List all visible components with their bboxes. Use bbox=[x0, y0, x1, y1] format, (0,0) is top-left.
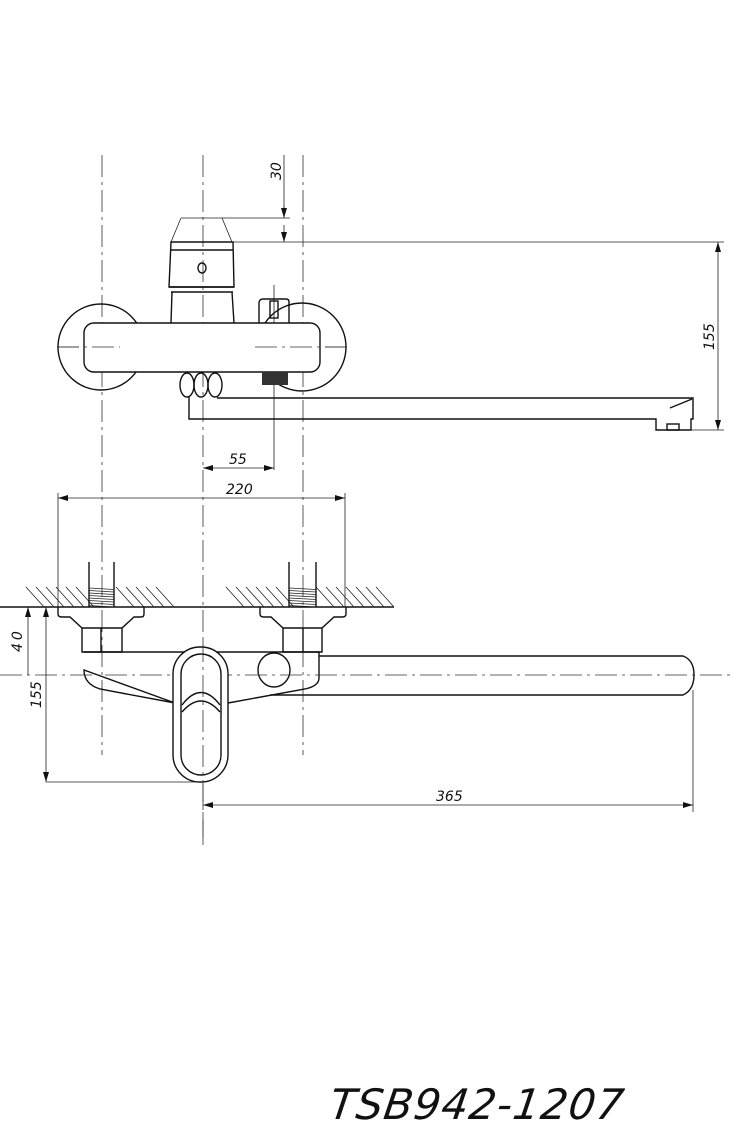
diverter-front bbox=[257, 652, 291, 688]
thread-line bbox=[88, 605, 115, 608]
dim-155-front-label: 155 bbox=[29, 681, 45, 708]
cartridge-housing bbox=[169, 286, 235, 324]
diverter-knob bbox=[258, 298, 290, 323]
spout-side bbox=[188, 397, 694, 431]
thread-line bbox=[88, 592, 115, 595]
hatch-line bbox=[155, 586, 175, 608]
hatch-line bbox=[125, 586, 145, 608]
hatch-line bbox=[375, 586, 395, 608]
mixer-body bbox=[83, 322, 321, 373]
thread-line bbox=[288, 587, 317, 590]
dim-30-label: 30 bbox=[269, 162, 285, 180]
thread-line bbox=[88, 587, 115, 590]
pipe-threads bbox=[88, 587, 317, 608]
thread-line bbox=[288, 590, 317, 593]
aerator bbox=[666, 423, 680, 431]
hatch-line bbox=[355, 586, 375, 608]
hatch-line bbox=[235, 586, 255, 608]
hatch-line bbox=[255, 586, 275, 608]
thread-line bbox=[288, 597, 317, 600]
hatch-line bbox=[65, 586, 85, 608]
hatch-line bbox=[315, 586, 335, 608]
supply-pipes bbox=[88, 562, 317, 607]
thread-line bbox=[88, 597, 115, 600]
front-view: 220 40 155 365 bbox=[0, 482, 731, 845]
hatch-line bbox=[225, 586, 245, 608]
thread-line bbox=[88, 600, 115, 603]
handle-screw-hole bbox=[197, 262, 207, 274]
handle-cap bbox=[168, 241, 235, 288]
spout-bevel bbox=[669, 398, 693, 409]
hatch-line bbox=[35, 586, 55, 608]
handle-raised-outline bbox=[170, 217, 233, 243]
hatch-line bbox=[245, 586, 265, 608]
model-title: TSB942-1207 bbox=[326, 1080, 628, 1129]
dim-40-label: 40 bbox=[10, 628, 26, 652]
hatch-line bbox=[75, 586, 95, 608]
thread-line bbox=[88, 590, 115, 593]
lever-crescent bbox=[181, 691, 221, 713]
lever-handle bbox=[172, 646, 229, 783]
threaded-outlet bbox=[262, 372, 288, 385]
thread-line bbox=[288, 602, 317, 605]
hatch-line bbox=[55, 586, 75, 608]
dim-220-label: 220 bbox=[226, 482, 253, 498]
diverter-slot bbox=[269, 300, 279, 319]
dim-365-label: 365 bbox=[436, 789, 463, 805]
lever-inner bbox=[180, 653, 222, 776]
hatch-line bbox=[45, 586, 65, 608]
hatch-line bbox=[335, 586, 355, 608]
mixer-body-front bbox=[83, 651, 320, 704]
spout-nut bbox=[179, 372, 223, 398]
thread-line bbox=[288, 595, 317, 598]
hatch-line bbox=[115, 586, 135, 608]
thread-line bbox=[288, 600, 317, 603]
wall-hatching bbox=[25, 586, 395, 608]
thread-line bbox=[88, 602, 115, 605]
top-view: 30 155 55 bbox=[57, 155, 724, 845]
hatch-line bbox=[275, 586, 295, 608]
hatch-line bbox=[365, 586, 385, 608]
hatch-line bbox=[345, 586, 365, 608]
thread-line bbox=[288, 605, 317, 608]
dim-55-label: 55 bbox=[229, 452, 247, 468]
hatch-line bbox=[25, 586, 45, 608]
hatch-line bbox=[145, 586, 165, 608]
left-eccentric bbox=[57, 607, 145, 629]
dim-155-top-label: 155 bbox=[702, 323, 718, 350]
hatch-line bbox=[265, 586, 285, 608]
thread-line bbox=[288, 592, 317, 595]
thread-line bbox=[88, 595, 115, 598]
right-nut bbox=[282, 628, 323, 653]
hatch-line bbox=[325, 586, 345, 608]
hatch-line bbox=[135, 586, 155, 608]
spout-front bbox=[270, 655, 695, 696]
